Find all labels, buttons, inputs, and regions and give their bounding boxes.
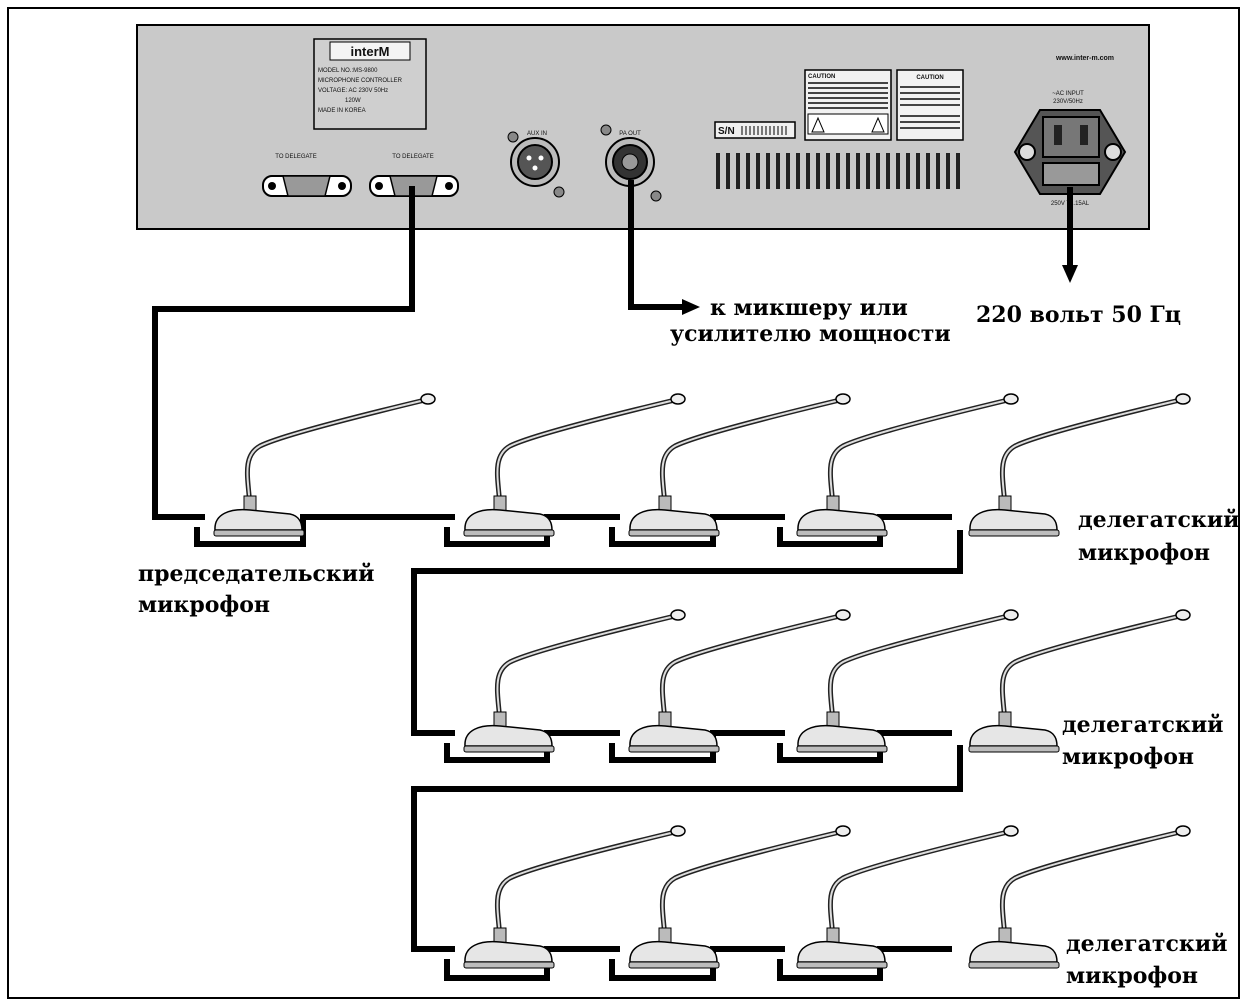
ventilation-slots	[716, 153, 960, 189]
chairman-label-line1: председательский	[138, 561, 374, 587]
delegate-label-line2: микрофон	[1078, 540, 1210, 566]
diagram-frame	[7, 7, 1240, 999]
pa-out-xlr-connector[interactable]	[600, 124, 662, 202]
caution-title-1: CAUTION	[808, 74, 835, 80]
pa-out-label: PA OUT	[619, 131, 641, 137]
ac-input-label: ~AC INPUT	[1052, 91, 1084, 97]
mixer-label-line2: усилителю мощности	[670, 321, 951, 347]
arrow-to-mixer	[682, 299, 700, 315]
delegate-label-line1: делегатский	[1062, 712, 1223, 738]
delegate-label-line2: микрофон	[1062, 744, 1194, 770]
info-line: MADE IN KOREA	[318, 108, 366, 114]
info-line: 120W	[345, 98, 361, 104]
to-delegate-label-1: TO DELEGATE	[275, 154, 316, 160]
caution-title-2: CAUTION	[916, 75, 943, 81]
serial-number-label: S/N	[718, 126, 735, 137]
cables	[152, 180, 1073, 981]
info-line: MICROPHONE CONTROLLER	[318, 78, 403, 84]
delegate-label-line1: делегатский	[1066, 931, 1227, 957]
power-label: 220 вольт 50 Гц	[976, 302, 1181, 328]
ac-input-spec: 230V/50Hz	[1053, 99, 1083, 105]
to-delegate-port-1[interactable]	[262, 175, 352, 197]
chairman-label-line2: микрофон	[138, 592, 270, 618]
aux-in-xlr-connector[interactable]	[507, 131, 565, 198]
aux-in-label: AUX IN	[527, 131, 547, 137]
arrow-to-power	[1062, 265, 1078, 283]
delegate-label-line2: микрофон	[1066, 963, 1198, 989]
to-delegate-label-2: TO DELEGATE	[392, 154, 433, 160]
controller-rear-panel: interM MODEL NO.:MS-9800 MICROPHONE CONT…	[136, 24, 1150, 230]
brand-logo: interM	[351, 44, 390, 59]
website-text: www.inter-m.com	[1055, 55, 1114, 62]
info-line: MODEL NO.:MS-9800	[318, 68, 378, 74]
ac-power-inlet[interactable]	[1013, 109, 1127, 195]
info-line: VOLTAGE: AC 230V 50Hz	[318, 88, 388, 94]
delegate-label-line1: делегатский	[1078, 507, 1239, 533]
mixer-label-line1: к микшеру или	[710, 295, 908, 321]
